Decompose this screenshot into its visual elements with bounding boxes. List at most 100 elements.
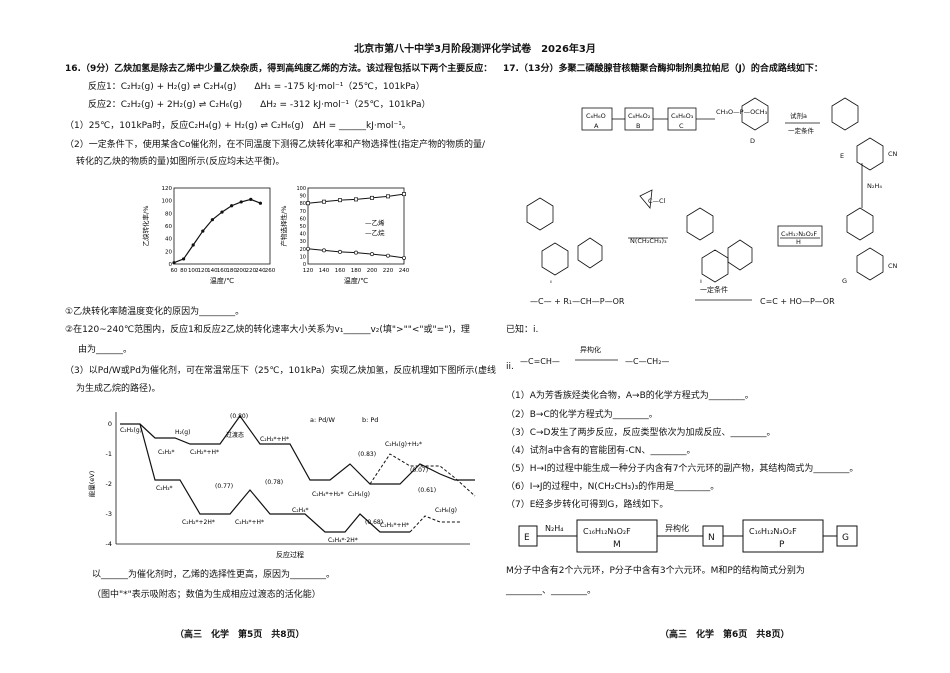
label-i: I	[700, 278, 702, 283]
energy-diagram: 0 -1 -2 -3 -4 能量(eV) 反应过程 a: Pd/W b: Pd …	[87, 412, 476, 559]
barrier-7: (0.61)	[418, 487, 436, 494]
chart1-xtick: 220	[246, 268, 257, 274]
label-d: D	[750, 137, 755, 145]
ethane-point	[338, 249, 342, 254]
chart2-ytick: 100	[296, 186, 306, 192]
label-b: B	[636, 122, 640, 130]
q16-part3a: （3）以Pd/W或Pd为催化剂，可在常温常压下（25℃，101kPa）实现乙炔加…	[65, 366, 496, 376]
conversion-point	[191, 243, 195, 247]
chart2-ytick: 40	[300, 232, 306, 238]
chart1-xtick: 260	[265, 268, 276, 274]
known-label: 已知：i.	[506, 325, 539, 335]
conversion-point	[230, 204, 234, 208]
ytick-4: -4	[106, 540, 112, 548]
chart1-xtick: 160	[217, 268, 228, 274]
route-e-to-g: E N₂H₄ C₁₆H₁₂N₃O₂F M 异构化 N C₁₆H₁₂N₃O₂F P…	[518, 519, 858, 553]
barrier-4: (0.83)	[358, 451, 376, 458]
page-title: 北京市第八十中学3月阶段测评化学试卷 2026年3月	[354, 44, 596, 55]
chart1-frame	[173, 187, 271, 265]
conversion-point	[220, 210, 224, 214]
q17-s1: （1）A为芳香族烃类化合物，A→B的化学方程式为________。	[506, 391, 754, 401]
label-c2h2-2h: C₂H₂*+2H*	[182, 519, 215, 526]
known-i-reactant1: —C— + R₁—CH—P—OR	[530, 297, 625, 306]
chart2-ytick: 30	[300, 239, 306, 245]
ytick-3: -3	[106, 510, 112, 518]
known-i-product: C=C + HO—P—OR	[760, 297, 835, 306]
label-c2h6g: C₂H₆(g)	[435, 507, 457, 514]
ethylene-point	[306, 201, 310, 206]
label-e: E	[840, 152, 844, 160]
reagent-h-box	[777, 225, 823, 247]
energy-xlabel: 反应过程	[276, 550, 304, 559]
label-c2h3-h-b: C₂H₃*+H*	[235, 519, 264, 526]
q16-part2-q1: ①乙炔转化率随温度变化的原因为________。	[65, 307, 245, 317]
ring-i1	[686, 207, 714, 241]
chart2-xtick: 200	[367, 268, 378, 274]
known-ii-condition: 异构化	[580, 345, 601, 354]
label-cn-g: CN	[888, 262, 898, 270]
flow-n: N	[708, 533, 715, 543]
ring-j1	[526, 197, 554, 231]
known-reaction-i: —C— + R₁—CH—P—OR C=C + HO—P—OR 一定条件	[530, 285, 835, 306]
chart1-xtick: 200	[236, 268, 247, 274]
q17-s2: （2）B→C的化学方程式为________。	[506, 410, 658, 420]
q16-part2-q2b: 由为______。	[78, 345, 133, 355]
label-c2h2-h: C₂H₂*+H*	[190, 449, 219, 456]
chart2-xtick: 160	[335, 268, 346, 274]
label-a-formula: C₆H₆O	[586, 112, 606, 120]
pathway-b	[139, 423, 410, 533]
chart1-xlabel: 温度/℃	[210, 276, 234, 285]
reaction-2: 反应2：C₂H₂(g) + 2H₂(g) ⇌ C₂H₆(g) ΔH₂ = -31…	[88, 100, 431, 110]
conversion-point	[182, 257, 186, 261]
chart1-xtick: 140	[207, 268, 218, 274]
chart2-ytick: 70	[300, 209, 306, 215]
chart1-xtick: 180	[226, 268, 237, 274]
conversion-point	[210, 218, 214, 222]
label-c2h4g: C₂H₄(g)	[348, 491, 370, 498]
ethane-point	[402, 255, 406, 260]
q17-s8b: ________、________。	[506, 586, 597, 596]
chart1-ytick: 100	[162, 199, 173, 205]
ring-j2	[541, 242, 569, 276]
reaction-1: 反应1：C₂H₂(g) + H₂(g) ⇌ C₂H₄(g) ΔH₁ = -175…	[88, 82, 425, 92]
flow-p-formula: C₁₆H₁₂N₃O₂F	[749, 527, 797, 536]
chart1-ytick: 60	[165, 224, 172, 230]
chart1-ytick: 80	[165, 211, 172, 217]
label-b-formula: C₈H₆O₂	[628, 112, 651, 120]
flow-g: G	[842, 533, 849, 543]
label-cl: C—Cl	[648, 197, 666, 205]
ethylene-point	[338, 198, 342, 203]
chart2-xtick: 120	[303, 268, 314, 274]
conversion-point	[201, 229, 205, 233]
label-c2h5-h: C₂H₅*+H*	[380, 522, 409, 529]
ring-i2	[701, 249, 729, 283]
q17-s4: （4）试剂a中含有的官能团有-CN、________。	[506, 446, 696, 456]
chart2-ytick: 80	[300, 201, 306, 207]
ytick-1: -1	[106, 450, 112, 458]
synthesis-route: C₆H₆O A C₈H₆O₂ B C₈H₆O₃ C D 试剂a 一定条件 E C…	[526, 97, 898, 283]
barrier-2: (0.77)	[215, 483, 233, 490]
chart2-xtick: 220	[383, 268, 394, 274]
label-c2h4-h2: C₂H₄*+H₂*	[312, 491, 343, 498]
chart2-ylabel: 产物选择性/%	[279, 206, 288, 247]
conversion-point	[249, 197, 253, 201]
label-h: H	[796, 238, 801, 246]
ethylene-point	[402, 192, 406, 197]
barrier-1: (0.80)	[230, 413, 248, 420]
ring-j3	[577, 237, 603, 269]
ethane-point	[370, 252, 374, 257]
q16-part2a: （2）一定条件下，使用某含Co催化剂，在不同温度下测得乙炔转化率和产物选择性(指…	[65, 140, 486, 150]
barrier-6: (0.07)	[410, 467, 428, 474]
label-c2h4g-h2: C₂H₄(g)+H₂*	[385, 441, 422, 448]
ethylene-point	[386, 194, 390, 199]
label-h2g: H₂(g)	[175, 429, 190, 436]
energy-ylabel: 能量(eV)	[87, 471, 96, 498]
ethylene-point	[354, 197, 358, 202]
q16-part3b: 为生成乙烷的路径)。	[76, 384, 161, 394]
label-c-formula: C₈H₆O₃	[671, 112, 694, 120]
q16-stem: 16.（9分）乙炔加氢是除去乙烯中少量乙炔杂质，得到高纯度乙烯的方法。该过程包括…	[65, 64, 493, 74]
ethylene-point	[322, 199, 326, 204]
known-i-condition: 一定条件	[700, 285, 728, 294]
ethane-point	[386, 253, 390, 258]
q16-part3-note: （图中"*"表示吸附态；数值为生成相应过渡态的活化能）	[92, 590, 321, 600]
